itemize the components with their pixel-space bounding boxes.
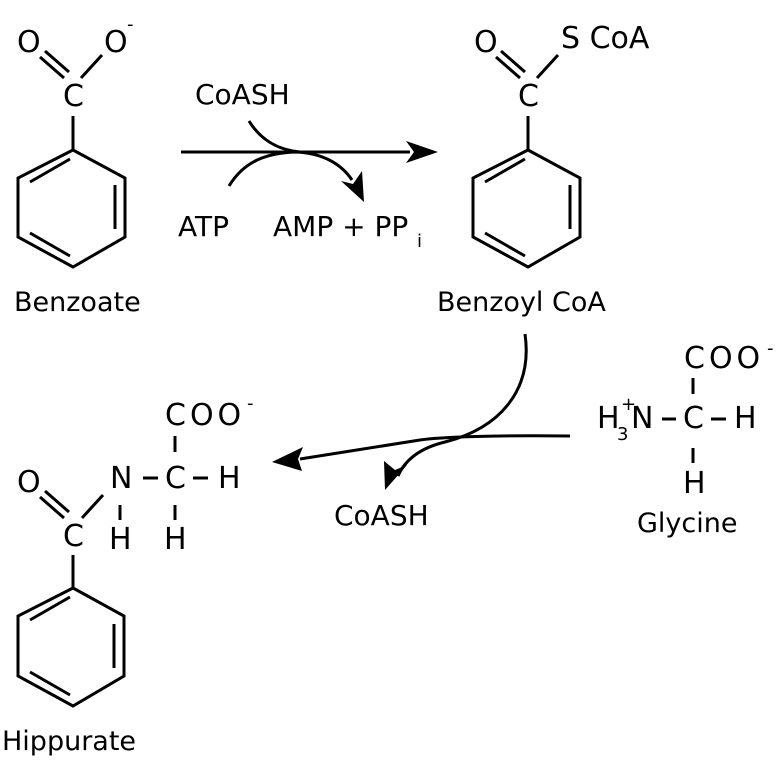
hippurate-ring-double-3 — [29, 670, 71, 697]
step1-reaction: CoASH ATP AMP + PP i — [178, 78, 438, 252]
hippurate-alpha-carbon: C — [165, 461, 186, 496]
benzoyl-coa-carbonyl-carbon: C — [518, 79, 539, 114]
benzoate-o-single: O — [104, 25, 128, 60]
step2-main-arrow — [299, 434, 571, 461]
benzoate-name: Benzoate — [14, 287, 141, 318]
benzoyl-coa-o-double: O — [474, 25, 498, 60]
hippurate-co-bond-2 — [44, 489, 70, 514]
glycine-amine-h: H — [597, 401, 620, 436]
benzoyl-coa-ring-double-3 — [484, 231, 526, 258]
glycine-carboxylate: COO — [684, 341, 764, 376]
hippurate-name: Hippurate — [2, 726, 136, 757]
benzoate-ring — [16, 148, 127, 269]
glycine-amine-n: N — [631, 401, 653, 436]
benzoyl-coa-s-coa: S CoA — [561, 21, 650, 56]
step1-products-arrowhead — [341, 171, 364, 202]
hippurate-h-right: H — [218, 461, 241, 496]
glycine-positive-charge: + — [621, 394, 636, 415]
hippurate-negative-charge: - — [247, 393, 254, 414]
hippurate-o-double: O — [17, 465, 41, 500]
benzoate-ring-double-3 — [29, 231, 71, 258]
benzoate-co-bond-1 — [39, 55, 65, 80]
benzoyl-coa-co-bond-1 — [495, 55, 521, 80]
step2-benzoyl-curve — [396, 333, 528, 477]
step2-coash-arrowhead — [384, 461, 407, 490]
glycine-alpha-carbon: C — [683, 401, 704, 436]
benzoyl-coa-c-s-bond — [535, 53, 560, 80]
benzoyl-coa-name: Benzoyl CoA — [437, 287, 606, 318]
step1-products-label: AMP + PP — [273, 210, 408, 243]
hippurate-n: N — [110, 461, 132, 496]
glycine-molecule: COO - H 3 + N C H H Glycine — [597, 338, 774, 539]
hippurate-carbonyl-carbon: C — [63, 519, 84, 554]
hippurate-n-h: H — [109, 522, 132, 557]
hippurate-ring-double-1 — [29, 595, 71, 622]
benzoyl-coa-ring — [471, 148, 582, 269]
step2-arrowhead — [272, 447, 303, 471]
glycine-amine-h-count: 3 — [617, 424, 628, 445]
step1-products-subscript: i — [417, 231, 422, 252]
step2-reaction: CoASH — [272, 333, 571, 532]
step2-coash-label: CoASH — [334, 499, 429, 532]
step1-coash-label: CoASH — [195, 78, 290, 111]
step1-arrowhead — [406, 141, 438, 163]
benzoyl-coa-ring-double-1 — [484, 157, 526, 184]
glycine-name: Glycine — [637, 508, 737, 539]
benzoate-molecule: O O - C Benzoate — [14, 14, 141, 318]
hippurate-carboxylate: COO — [165, 398, 245, 433]
step1-atp-curve — [227, 150, 354, 187]
glycine-h-bottom: H — [683, 466, 706, 501]
benzoate-carbonyl-carbon: C — [63, 79, 84, 114]
benzoate-negative-charge: - — [127, 14, 134, 35]
step1-coash-curve — [247, 120, 301, 154]
hippurate-co-bond-1 — [39, 495, 65, 520]
hippurate-h-bottom: H — [164, 522, 187, 557]
benzoyl-coa-molecule: O S CoA C Benzoyl CoA — [437, 21, 650, 318]
benzoate-o-double: O — [17, 25, 41, 60]
hippurate-ring — [16, 586, 126, 708]
hippurate-molecule: COO - O N C H H H C Hippurate — [2, 393, 254, 757]
benzoate-c-o-single-bond — [79, 53, 104, 80]
benzoate-co-bond-2 — [44, 49, 70, 74]
glycine-negative-charge: - — [767, 338, 774, 359]
step1-atp-label: ATP — [178, 210, 229, 243]
hippurate-c-n-bond — [80, 493, 105, 520]
benzoyl-coa-co-bond-2 — [500, 49, 526, 74]
benzoate-ring-double-1 — [29, 157, 71, 184]
glycine-h-right: H — [734, 401, 757, 436]
